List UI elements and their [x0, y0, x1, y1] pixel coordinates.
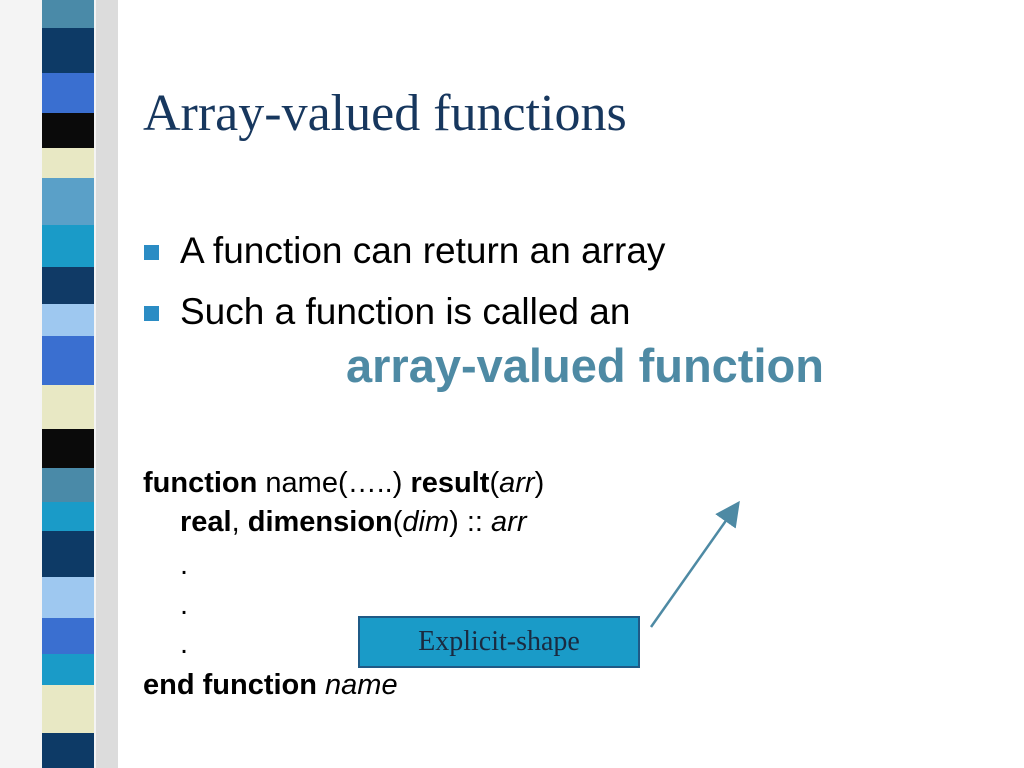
- stripe-block: [42, 267, 94, 304]
- code-line-function-header: function name(…..) result(arr): [143, 466, 544, 500]
- stripe-block: [42, 113, 94, 148]
- keyword: end function: [143, 669, 317, 701]
- stripe-block: [42, 28, 94, 73]
- stripe-block: [42, 685, 94, 733]
- keyword: real: [180, 506, 232, 538]
- code-text: ) ::: [449, 506, 492, 538]
- stripe-block: [42, 385, 94, 429]
- code-line-declaration: real, dimension(dim) :: arr: [180, 505, 527, 539]
- stripe-block: [42, 148, 94, 178]
- bullet-text: Such a function is called an: [180, 291, 631, 332]
- stripe-block: [42, 654, 94, 685]
- stripe-block: [42, 0, 94, 28]
- code-ellipsis-dot: .: [180, 628, 189, 660]
- code-text: ): [534, 467, 545, 499]
- callout-box: Explicit-shape: [358, 616, 640, 668]
- slide-title: Array-valued functions: [143, 85, 627, 142]
- stripe-block: [42, 618, 94, 654]
- stripe-block: [42, 531, 94, 577]
- variable: dim: [402, 506, 450, 538]
- code-ellipsis-dot: .: [180, 549, 189, 581]
- keyword: dimension: [247, 506, 393, 538]
- variable: arr: [491, 506, 527, 538]
- arrow-line: [649, 500, 740, 628]
- stripe-block: [42, 304, 94, 336]
- stripe-block: [42, 502, 94, 531]
- stripe-block: [42, 577, 94, 618]
- square-bullet-icon: [144, 306, 159, 321]
- stripe-block: [42, 73, 94, 113]
- bullet-text: A function can return an array: [180, 230, 666, 271]
- stripe-block: [42, 733, 94, 768]
- code-text: (: [489, 467, 500, 499]
- keyword: function: [143, 467, 258, 499]
- code-text: [317, 669, 325, 701]
- code-text: name(…..): [257, 467, 411, 499]
- square-bullet-icon: [144, 245, 159, 260]
- keyword: result: [410, 467, 490, 499]
- code-text: ,: [231, 506, 248, 538]
- stripe-block: [42, 178, 94, 225]
- code-ellipsis-dot: .: [180, 589, 189, 621]
- stripe-block: [42, 225, 94, 267]
- decorative-stripe: [0, 0, 118, 768]
- function-name: name: [325, 669, 398, 701]
- code-line-end-function: end function name: [143, 668, 398, 702]
- code-text: (: [392, 506, 403, 538]
- emphasis-term: array-valued function: [346, 339, 824, 392]
- stripe-block: [42, 468, 94, 502]
- stripe-block: [42, 429, 94, 468]
- variable: arr: [499, 467, 535, 499]
- stripe-block: [42, 336, 94, 385]
